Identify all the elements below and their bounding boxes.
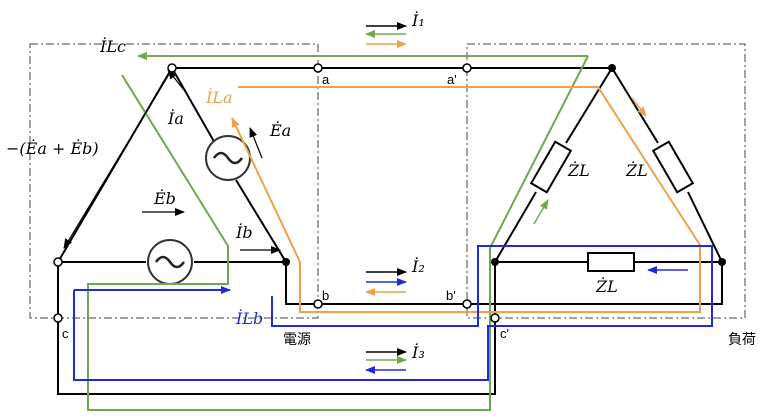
terminal-node — [167, 63, 177, 73]
terminal-c-prime — [490, 313, 500, 323]
terminal-a-prime — [462, 63, 472, 73]
terminal-c — [53, 313, 63, 323]
label-Ea: Ėa — [269, 120, 291, 140]
impedance-icon — [529, 140, 573, 194]
ac-source-icon — [147, 239, 193, 285]
terminal-label-a-prime: a' — [447, 72, 457, 87]
label-I2: İ₂ — [411, 256, 425, 276]
label-I1: İ₁ — [411, 10, 425, 30]
label-Eb: Ėb — [153, 188, 176, 208]
label-ZL2: ŻL — [625, 160, 648, 180]
source-boundary-box — [29, 43, 319, 319]
label-neg-sum: −(Ėa + Ėb) — [6, 138, 99, 158]
impedance-icon — [587, 252, 635, 272]
terminal-label-c: c — [62, 326, 69, 341]
terminal-node — [53, 257, 63, 267]
label-Ia: İa — [167, 108, 184, 128]
current-path-ILa — [231, 86, 701, 313]
caption-source: 電源 — [283, 332, 311, 348]
current-path-ILb — [73, 245, 713, 381]
terminal-b — [313, 299, 323, 309]
terminal-a — [313, 63, 323, 73]
terminal-label-c-prime: c' — [500, 326, 509, 341]
label-I3: İ₃ — [411, 342, 425, 362]
caption-load: 負荷 — [728, 332, 756, 348]
label-Ib: İb — [235, 222, 253, 242]
junction-node — [282, 258, 290, 266]
junction-node — [718, 258, 726, 266]
terminal-b-prime — [462, 299, 472, 309]
impedance-icon — [651, 140, 695, 194]
label-ZL3: ŻL — [595, 276, 618, 296]
junction-node — [491, 258, 499, 266]
label-ILa: İLa — [205, 87, 232, 107]
label-ZL1: ŻL — [567, 160, 590, 180]
terminal-label-b: b — [322, 288, 329, 303]
load-boundary-box — [466, 43, 746, 319]
junction-node — [608, 64, 616, 72]
label-ILb: İLb — [235, 308, 263, 328]
terminal-label-a: a — [322, 72, 330, 87]
circuit-wires — [57, 67, 723, 395]
terminal-label-b-prime: b' — [446, 288, 456, 303]
label-ILc: İLc — [99, 36, 126, 56]
